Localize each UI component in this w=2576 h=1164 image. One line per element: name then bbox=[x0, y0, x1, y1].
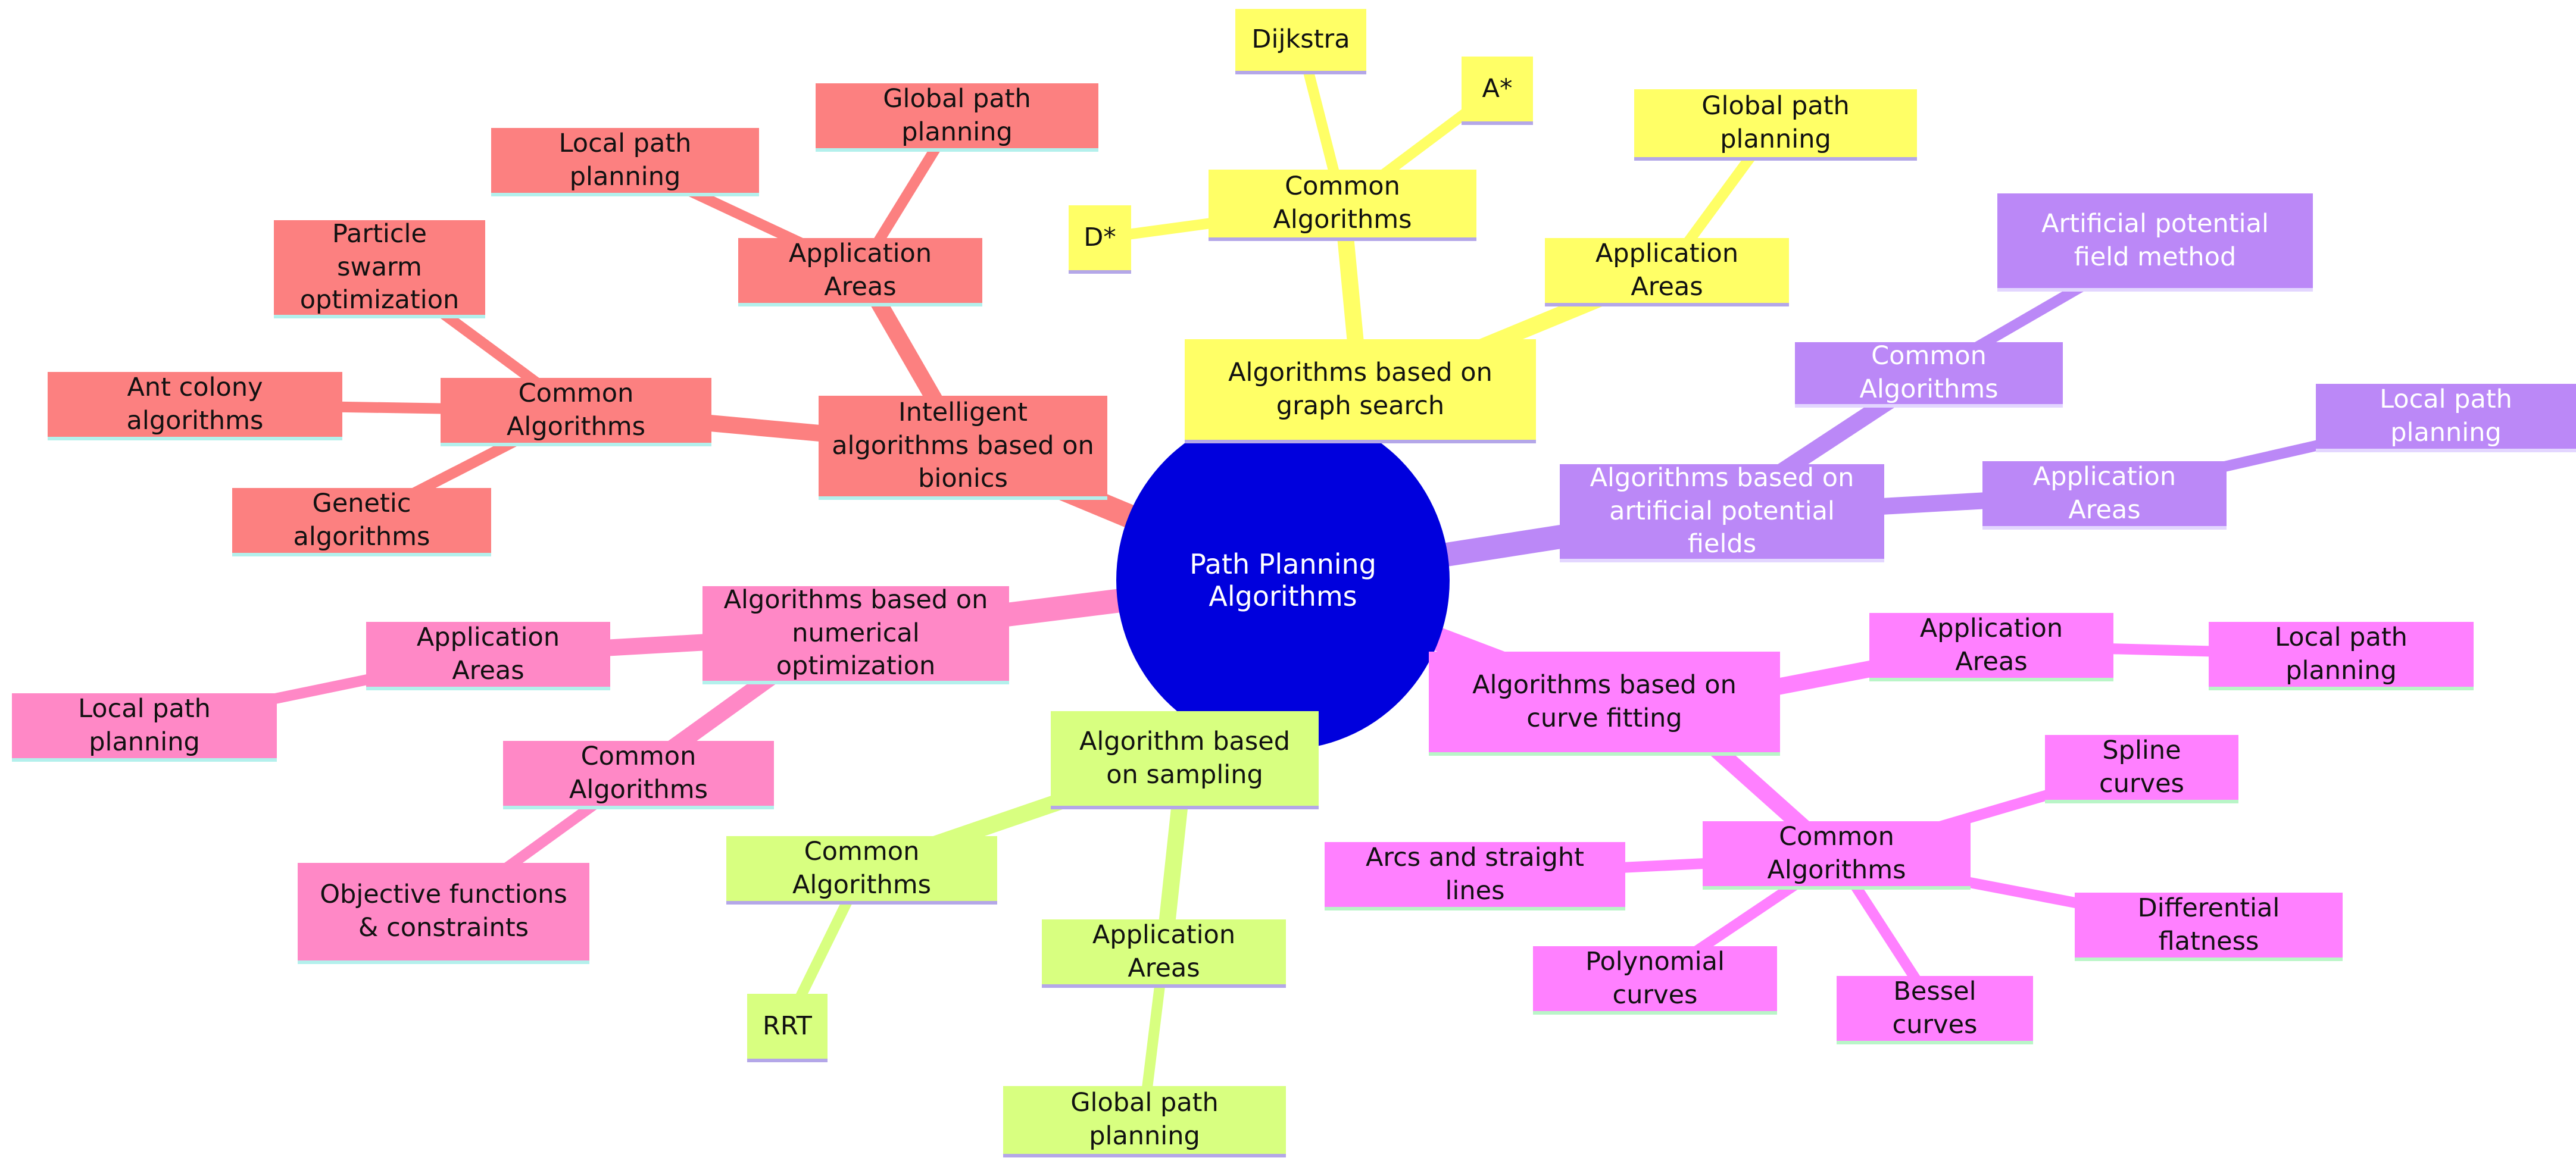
dijkstra-node: Dijkstra bbox=[1235, 9, 1366, 74]
rrt-node: RRT bbox=[747, 994, 828, 1062]
arcs-lines-node: Arcs and straight lines bbox=[1325, 842, 1625, 910]
apf-method-node: Artificial potential field method bbox=[1997, 193, 2313, 292]
bionics-global-path-planning-node: Global path planning bbox=[816, 83, 1098, 152]
bessel-curves-node: Bessel curves bbox=[1837, 976, 2033, 1044]
a-star-node: A* bbox=[1462, 57, 1533, 125]
spline-curves-node: Spline curves bbox=[2045, 735, 2238, 803]
numopt-common-algorithms-node: Common Algorithms bbox=[503, 741, 774, 809]
polynomial-curves-node: Polynomial curves bbox=[1533, 946, 1777, 1015]
graph-application-areas-node: Application Areas bbox=[1545, 238, 1789, 306]
apf-local-path-planning-node: Local path planning bbox=[2316, 384, 2576, 452]
sampling-global-path-planning-node: Global path planning bbox=[1003, 1086, 1286, 1157]
sampling-common-algorithms-node: Common Algorithms bbox=[726, 836, 997, 905]
curve-application-areas-node: Application Areas bbox=[1869, 613, 2113, 681]
curve-common-algorithms-node: Common Algorithms bbox=[1703, 821, 1971, 890]
objective-functions-node: Objective functions & constraints bbox=[298, 863, 589, 964]
ant-colony-node: Ant colony algorithms bbox=[48, 372, 342, 440]
sampling-node: Algorithm based on sampling bbox=[1051, 711, 1319, 809]
apf-common-algorithms-node: Common Algorithms bbox=[1795, 341, 2063, 408]
sampling-application-areas-node: Application Areas bbox=[1042, 919, 1286, 988]
genetic-algorithms-node: Genetic algorithms bbox=[232, 488, 491, 556]
curve-fitting-node: Algorithms based on curve fitting bbox=[1429, 652, 1780, 756]
bionics-common-algorithms-node: Common Algorithms bbox=[441, 378, 711, 446]
particle-swarm-node: Particle swarm optimization bbox=[274, 219, 485, 318]
numopt-application-areas-node: Application Areas bbox=[366, 622, 610, 690]
graph-global-path-planning-node: Global path planning bbox=[1634, 89, 1917, 161]
curve-local-path-planning-node: Local path planning bbox=[2209, 622, 2474, 690]
graph-common-algorithms-node: Common Algorithms bbox=[1209, 170, 1476, 241]
root-node: Path Planning Algorithms bbox=[1116, 411, 1450, 750]
potential-fields-node: Algorithms based on artificial potential… bbox=[1560, 463, 1884, 562]
numopt-local-path-planning-node: Local path planning bbox=[12, 693, 277, 762]
apf-application-areas-node: Application Areas bbox=[1982, 461, 2227, 530]
d-star-node: D* bbox=[1069, 205, 1131, 274]
bionics-local-path-planning-node: Local path planning bbox=[491, 128, 759, 196]
bionics-application-areas-node: Application Areas bbox=[738, 238, 982, 306]
differential-flatness-node: Differential flatness bbox=[2075, 893, 2343, 961]
bionics-node: Intelligent algorithms based on bionics bbox=[819, 396, 1107, 500]
graph-search-node: Algorithms based on graph search bbox=[1185, 339, 1536, 443]
numerical-optimization-node: Algorithms based on numerical optimizati… bbox=[702, 585, 1009, 684]
